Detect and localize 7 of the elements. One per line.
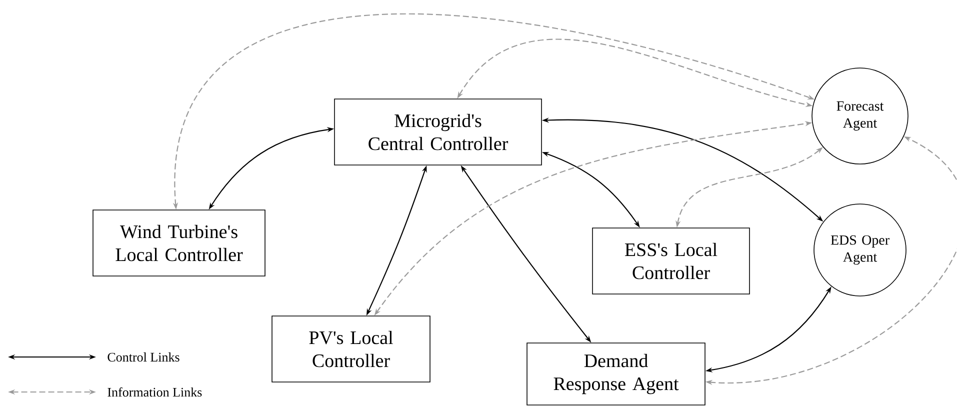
- controller-box: Microgrid's Central Controller: [334, 98, 542, 166]
- legend-label: Control Links: [108, 352, 180, 362]
- controller-box: Wind Turbine's Local Controller: [92, 210, 266, 276]
- controller-box: Demand Response Agent: [526, 342, 706, 406]
- legend-label: Information Links: [108, 387, 202, 397]
- controller-box: PV's Local Controller: [272, 316, 430, 382]
- controller-box: ESS's Local Controller: [592, 228, 750, 294]
